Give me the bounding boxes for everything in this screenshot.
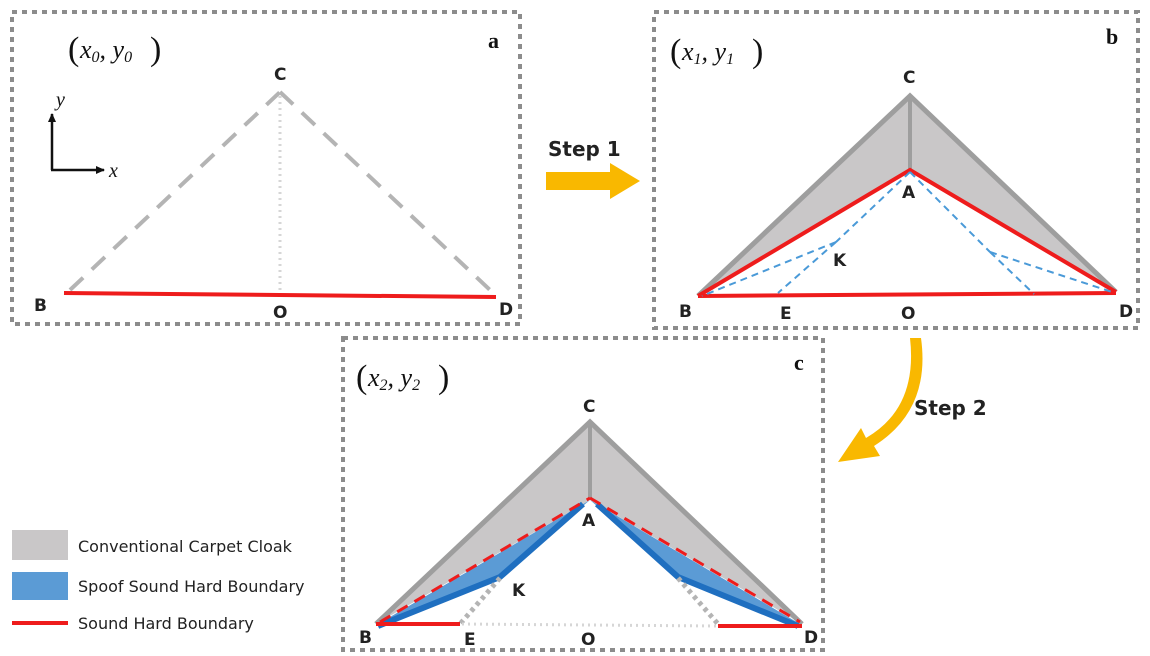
panel-c-coord-paren-open: ( — [356, 359, 367, 396]
panel-b-line-ak — [835, 171, 911, 243]
panel-b-cloak-region — [698, 96, 1116, 296]
panel-c-line-rf — [676, 576, 720, 626]
panel-a-coord-comma: , — [100, 35, 113, 64]
panel-b-point-d: D — [1119, 302, 1133, 322]
panel-b-point-k: K — [833, 251, 847, 271]
panel-a-frame — [10, 10, 522, 326]
panel-c-coord-label: x2, y2 — [367, 363, 420, 394]
panel-b-line-rd — [989, 251, 1113, 293]
panel-c-coord-xs: 2 — [380, 377, 388, 394]
panel-a-letter: a — [488, 28, 499, 53]
legend-swatch-cloak — [12, 530, 68, 560]
panel-a-coord-y: y — [110, 35, 125, 64]
panel-b-coord-x: x — [681, 37, 694, 66]
panel-a-coord-paren-open: ( — [68, 31, 79, 68]
legend-swatch-spoof — [12, 572, 68, 600]
panel-b-letter: b — [1106, 24, 1118, 49]
step2-label: Step 2 — [914, 396, 987, 420]
panel-b-line-ar — [909, 171, 991, 253]
panel-c-point-c: C — [583, 397, 595, 417]
panel-b-coord-paren-open: ( — [670, 33, 681, 70]
panel-b-coord-ys: 1 — [726, 51, 734, 68]
panel-c-point-k: K — [512, 581, 526, 601]
x-axis-label: x — [108, 160, 118, 182]
panel-b-line-kb — [701, 241, 837, 297]
panel-c-point-e: E — [464, 630, 476, 650]
panel-b-coord-comma: , — [702, 37, 715, 66]
panel-b-hard-boundary-base — [697, 291, 1117, 298]
step2-curved-arrow-icon — [838, 338, 923, 462]
panel-a-point-c: C — [274, 65, 286, 85]
panel-b-line-ke — [777, 241, 837, 294]
panel-b: ( x1, y1 ) b C A K B E O D — [652, 10, 1140, 330]
panel-c-line-ke — [458, 576, 502, 626]
panel-a-coord-xs: 0 — [92, 49, 100, 66]
panel-b-point-b: B — [679, 302, 692, 322]
legend-label-hard: Sound Hard Boundary — [78, 614, 254, 633]
panel-a-hard-boundary — [63, 291, 497, 299]
step1-label: Step 1 — [548, 137, 621, 161]
panel-c-coord-y: y — [398, 363, 413, 392]
panel-b-point-c: C — [903, 68, 915, 88]
legend-label-cloak: Conventional Carpet Cloak — [78, 537, 293, 556]
step2-group: Step 2 — [838, 338, 987, 462]
panel-c-point-d: D — [804, 628, 818, 648]
panel-a-coord-label: x0, y0 — [79, 35, 132, 66]
panel-c-spoof-boundary-right — [594, 501, 800, 629]
step1-arrow-icon — [546, 163, 640, 199]
panel-a-coord-paren-close: ) — [150, 31, 161, 68]
panel-b-construction-lines — [701, 171, 1113, 297]
panel-c-coord-ys: 2 — [412, 377, 420, 394]
panel-c-frame — [341, 336, 825, 652]
panel-a-coord-ys: 0 — [124, 49, 132, 66]
panel-c-dashed-boundary-left — [379, 496, 591, 624]
panel-c-spoof-boundary-left — [376, 501, 585, 629]
panel-a-point-d: D — [499, 300, 513, 320]
panel-a-coord-x: x — [79, 35, 92, 64]
legend-label-spoof: Spoof Sound Hard Boundary — [78, 577, 305, 596]
panel-c-eo-dotted — [461, 622, 717, 628]
panel-a-edge-cd — [278, 90, 492, 292]
panel-c-letter: c — [794, 350, 804, 375]
panel-b-coord-label: x1, y1 — [681, 37, 734, 68]
panel-b-point-e: E — [780, 304, 792, 324]
panel-b-frame — [652, 10, 1140, 330]
panel-b-point-a: A — [902, 183, 916, 203]
panel-c-point-o: O — [581, 630, 595, 650]
panel-c-point-b: B — [359, 628, 372, 648]
panel-a-point-b: B — [34, 296, 47, 316]
step1-group: Step 1 — [546, 137, 640, 199]
panel-c-dashed-boundary-right — [589, 496, 801, 624]
panel-b-coord-y: y — [712, 37, 727, 66]
panel-c-point-a: A — [582, 511, 596, 531]
panel-c-coord-paren-close: ) — [438, 359, 449, 396]
panel-b-point-o: O — [901, 304, 915, 324]
panel-a-point-o: O — [273, 303, 287, 323]
panel-b-coord-xs: 1 — [694, 51, 702, 68]
panel-a: y x ( x0, y0 ) a C B O D — [10, 10, 522, 326]
panel-c-spoof-region-right — [590, 500, 800, 624]
legend: Conventional Carpet Cloak Spoof Sound Ha… — [12, 530, 305, 633]
panel-c-coord-comma: , — [388, 363, 401, 392]
panel-c: ( x2, y2 ) c C A K B E O D — [341, 336, 825, 652]
panel-b-hard-boundary-upper — [696, 167, 1118, 298]
panel-a-edge-bc — [68, 90, 282, 292]
panel-b-coord-paren-close: ) — [752, 33, 763, 70]
panel-c-coord-x: x — [367, 363, 380, 392]
panel-b-line-rf — [989, 251, 1035, 295]
y-axis-label: y — [54, 89, 65, 111]
